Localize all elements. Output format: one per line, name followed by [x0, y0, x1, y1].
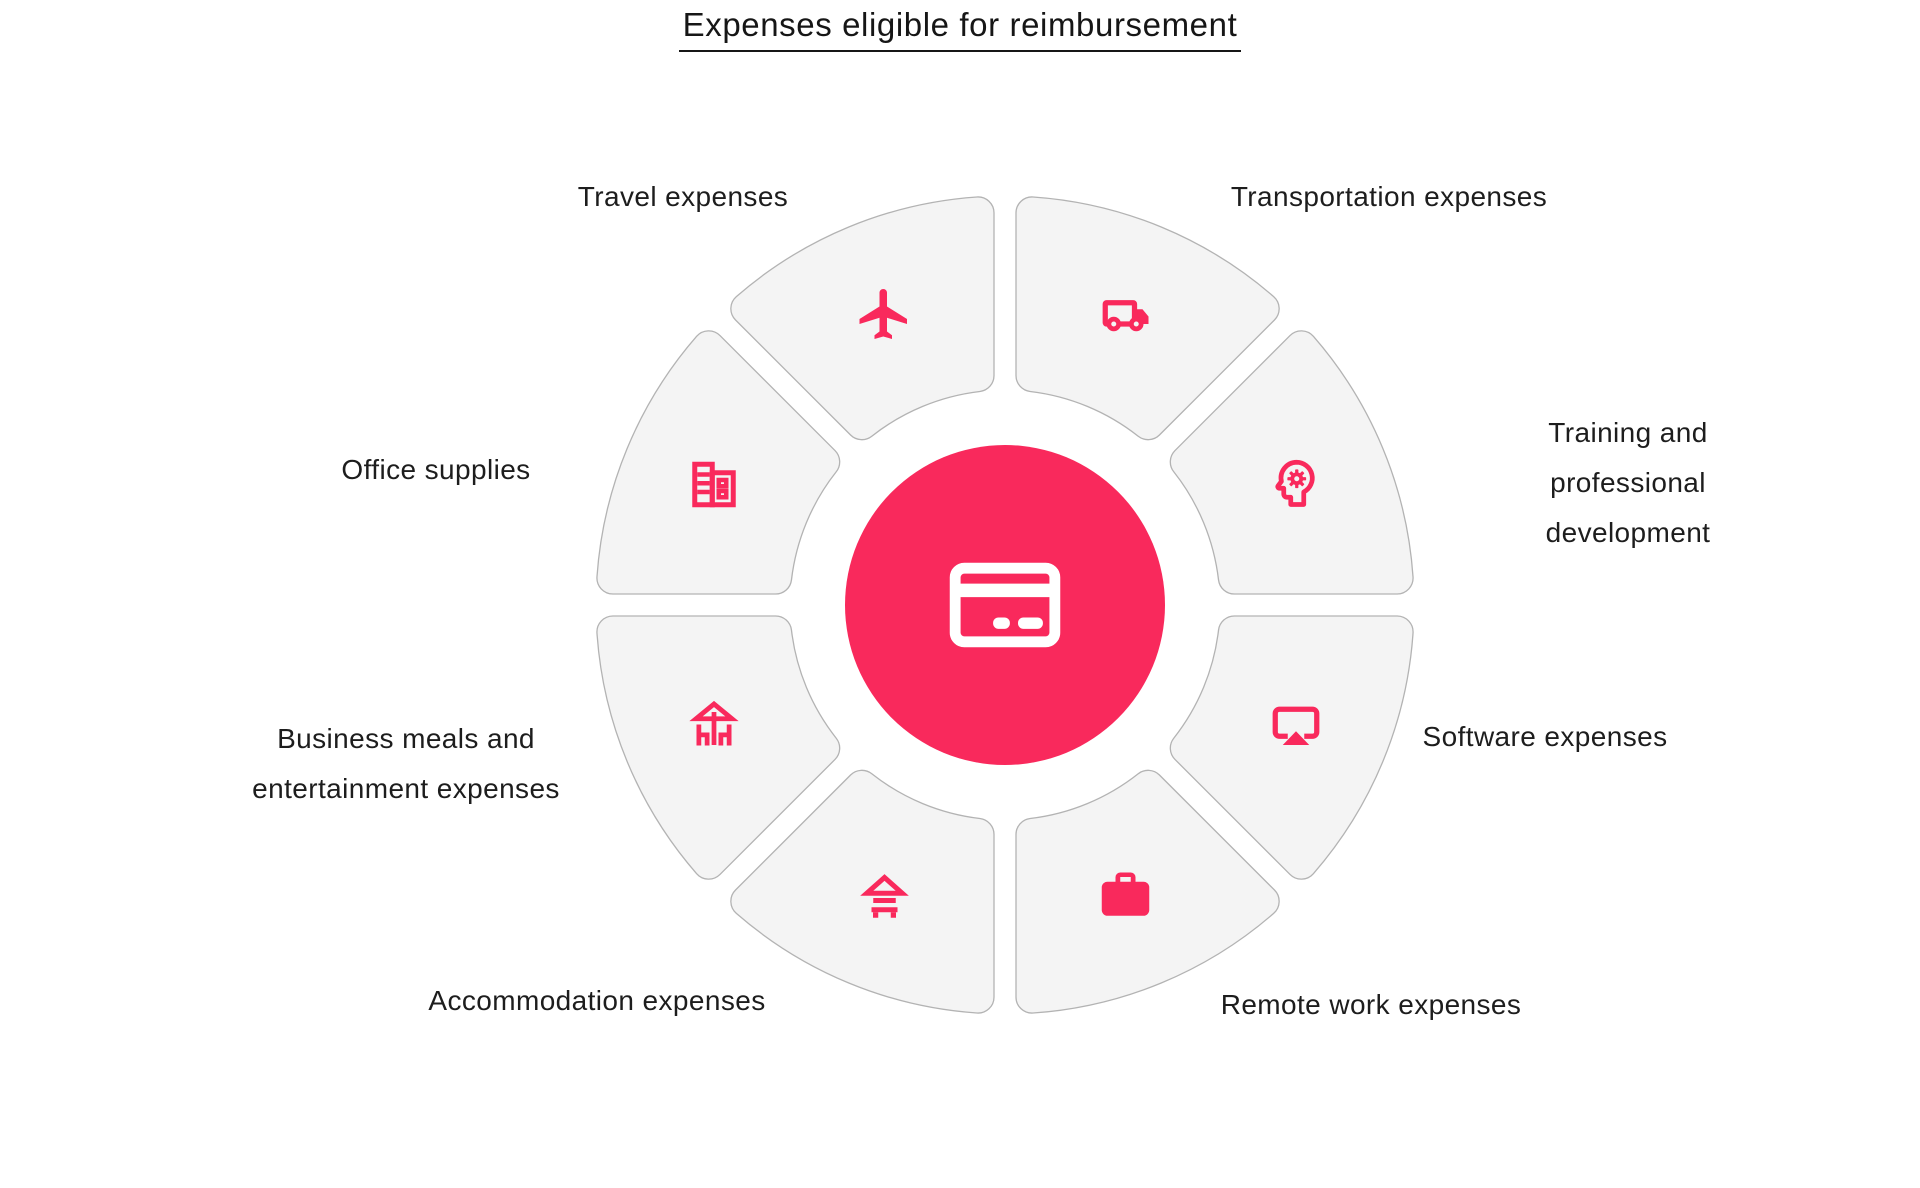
- cabin-icon: [860, 874, 909, 918]
- title-wrap: Expenses eligible for reimbursement: [0, 6, 1920, 52]
- outdoor-dining-icon: [689, 700, 739, 746]
- segment-office-supplies: [596, 330, 841, 595]
- segment-label-accommodation-expenses: Accommodation expenses: [428, 985, 766, 1016]
- truck-icon: [1102, 300, 1149, 332]
- segment-accommodation-expenses: [730, 769, 995, 1014]
- segment-label-remote-work-expenses: Remote work expenses: [1220, 989, 1522, 1020]
- briefcase-icon: [1101, 872, 1150, 916]
- segment-label-office-supplies: Office supplies: [341, 454, 531, 485]
- page-title: Expenses eligible for reimbursement: [678, 6, 1242, 52]
- segment-business-meals-and: [596, 615, 841, 880]
- segment-label-travel-expenses: Travel expenses: [577, 181, 789, 212]
- office-building-icon: [692, 461, 736, 508]
- head-gear-icon: [1275, 459, 1315, 507]
- airplane-icon: [859, 289, 907, 339]
- center-hub: [845, 445, 1165, 765]
- segment-label-training-and-professional: Training and professional development: [1545, 417, 1711, 548]
- segment-label-software-expenses: Software expenses: [1422, 721, 1668, 752]
- segment-software-expenses: [1169, 615, 1414, 880]
- segment-label-transportation-expenses: Transportation expenses: [1230, 181, 1548, 212]
- segment-label-business-meals-and: Business meals and entertainment expense…: [252, 723, 560, 804]
- screen-share-icon: [1272, 706, 1320, 745]
- credit-card-icon: [949, 562, 1061, 648]
